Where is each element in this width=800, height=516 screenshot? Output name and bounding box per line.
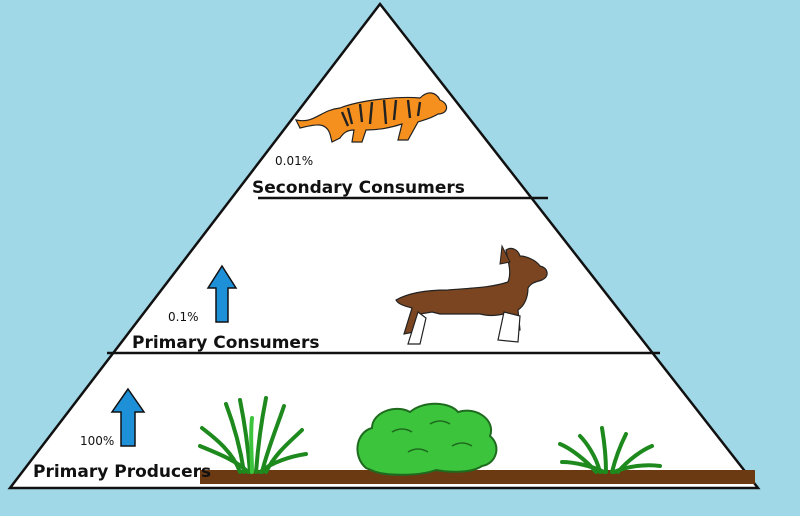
- pyramid-triangle: [7, 1, 761, 490]
- bush-icon: [356, 402, 498, 476]
- level-label-producers: Primary Producers: [33, 462, 212, 482]
- percent-label-producers: 100%: [80, 434, 115, 448]
- level-label-primary-consumers: Primary Consumers: [132, 333, 320, 353]
- grass-icon: [558, 426, 662, 474]
- arrow-up-icon: [206, 264, 238, 323]
- dog-icon: [395, 244, 548, 345]
- percent-label-primary-consumers: 0.1%: [168, 310, 199, 324]
- percent-label-secondary: 0.01%: [275, 154, 314, 168]
- tiger-icon: [294, 92, 448, 143]
- soil-strip: [200, 470, 755, 484]
- grass-icon: [198, 396, 308, 474]
- arrow-up-icon: [110, 387, 146, 447]
- level-label-secondary: Secondary Consumers: [252, 178, 465, 198]
